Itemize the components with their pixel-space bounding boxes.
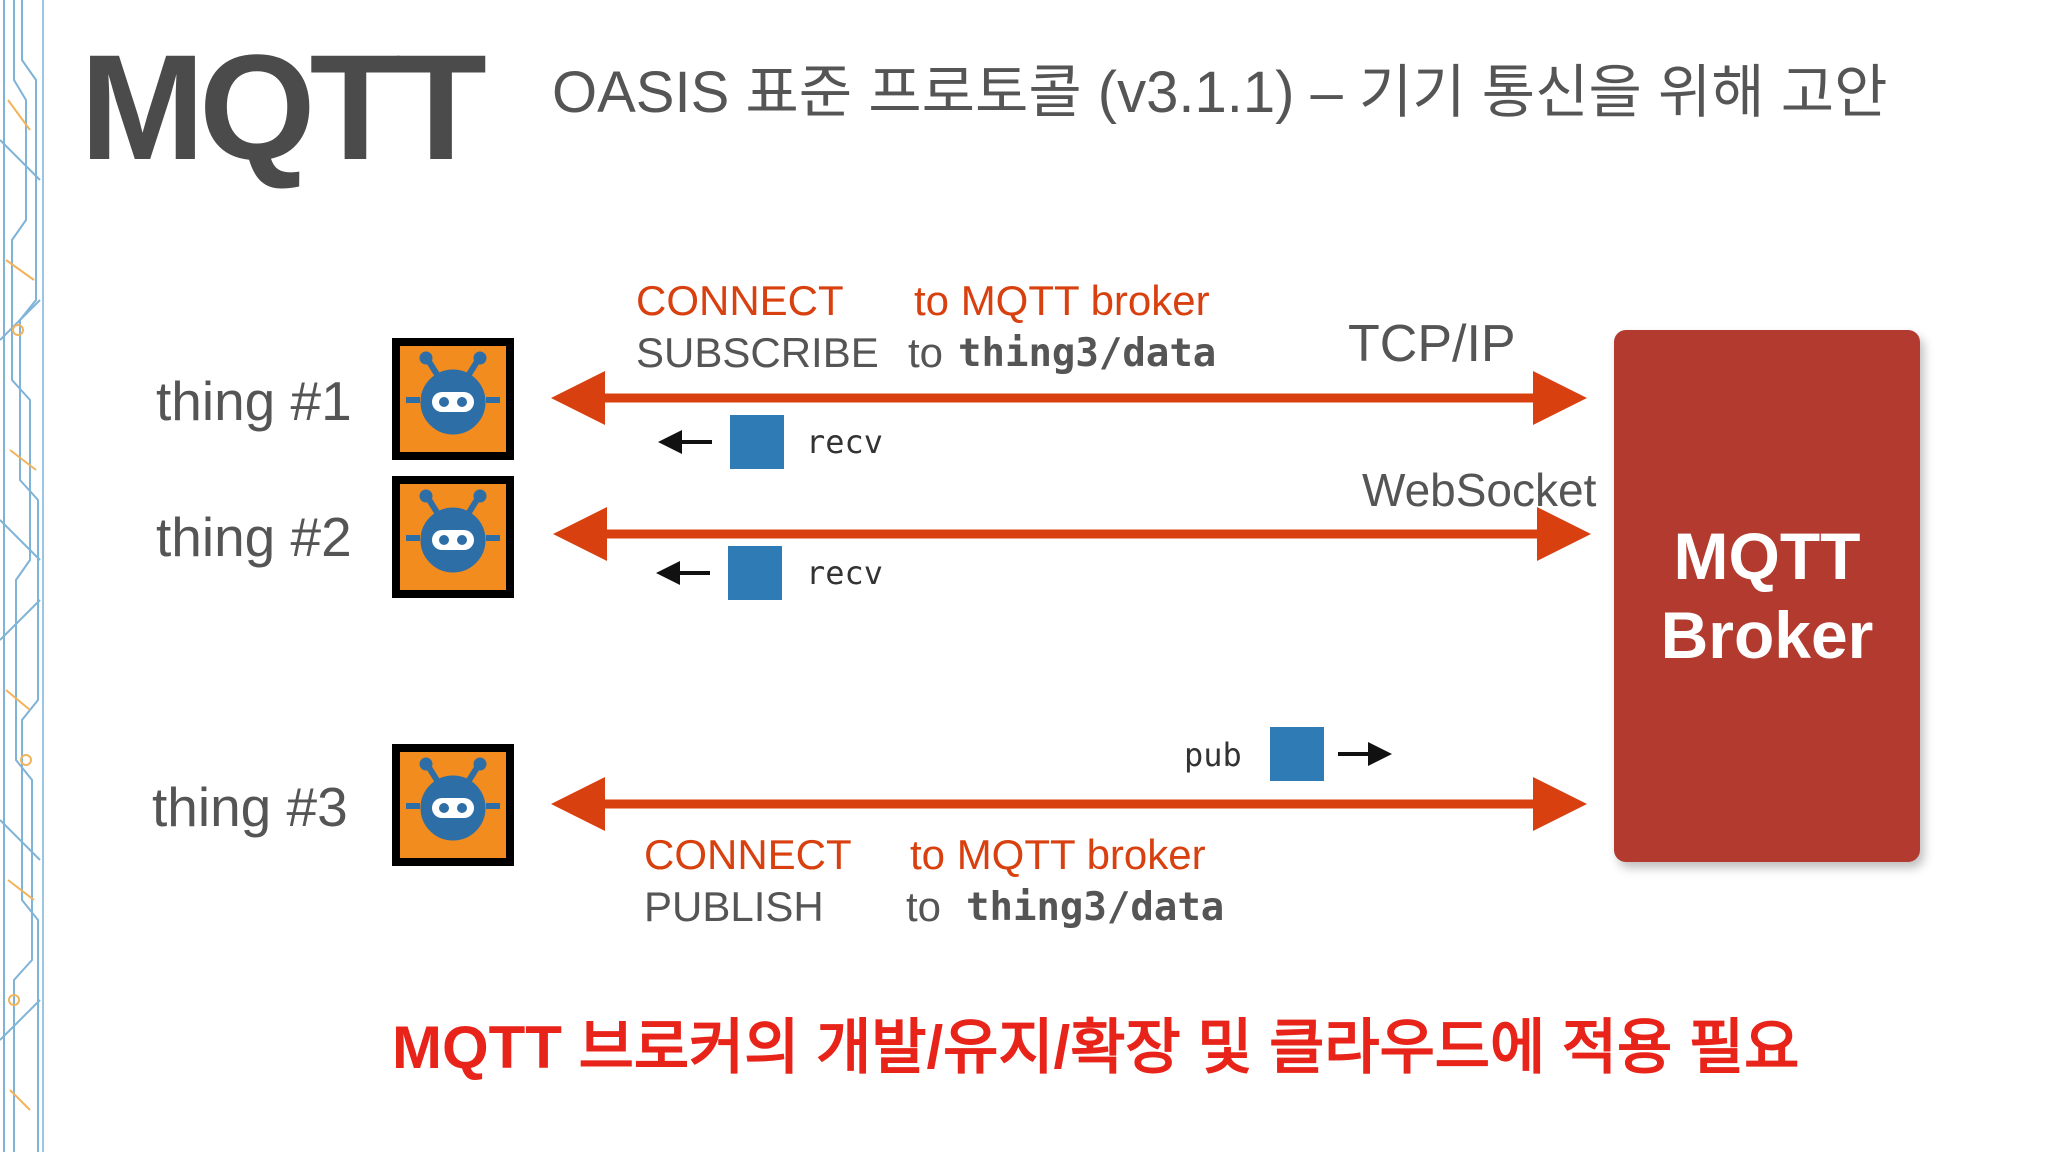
thing1-subscribe-label: SUBSCRIBE xyxy=(636,329,879,376)
recv1-label: recv xyxy=(806,423,884,461)
footer-note: MQTT 브로커의 개발/유지/확장 및 클라우드에 적용 필요 xyxy=(392,1014,1800,1081)
thing1-label: thing #1 xyxy=(156,370,352,432)
robot-icon xyxy=(392,744,514,866)
recv2-packet xyxy=(728,546,782,600)
page-subtitle: OASIS 표준 프로토콜 (v3.1.1) – 기기 통신을 위해 고안 xyxy=(552,60,1888,125)
thing3-connect-label: CONNECT xyxy=(644,831,852,878)
thing1-connect-target: to MQTT broker xyxy=(914,277,1210,324)
websocket-label: WebSocket xyxy=(1362,464,1597,516)
thing2-label: thing #2 xyxy=(156,506,352,568)
thing3-publish-label: PUBLISH xyxy=(644,883,824,930)
recv1-packet xyxy=(730,415,784,469)
thing3-connect-target: to MQTT broker xyxy=(910,831,1206,878)
left-decorative-pattern xyxy=(0,0,44,1152)
thing1-connect-label: CONNECT xyxy=(636,277,844,324)
robot-icon xyxy=(392,338,514,460)
thing1-subscribe-topic: thing3/data xyxy=(958,331,1217,376)
thing3-label: thing #3 xyxy=(152,776,348,838)
thing3-publish-topic: thing3/data xyxy=(966,885,1225,930)
pub-packet xyxy=(1270,727,1324,781)
broker-line2: Broker xyxy=(1660,598,1874,672)
circuit-pattern-icon xyxy=(0,0,44,1152)
tcp-ip-label: TCP/IP xyxy=(1348,315,1516,373)
page-title: MQTT xyxy=(80,23,487,191)
robot-icon xyxy=(392,476,514,598)
thing3-publish-to: to xyxy=(906,883,942,930)
broker-line1: MQTT xyxy=(1673,518,1861,593)
recv2-label: recv xyxy=(806,554,884,592)
thing1-subscribe-to: to xyxy=(908,329,944,376)
pub-label: pub xyxy=(1184,736,1242,774)
